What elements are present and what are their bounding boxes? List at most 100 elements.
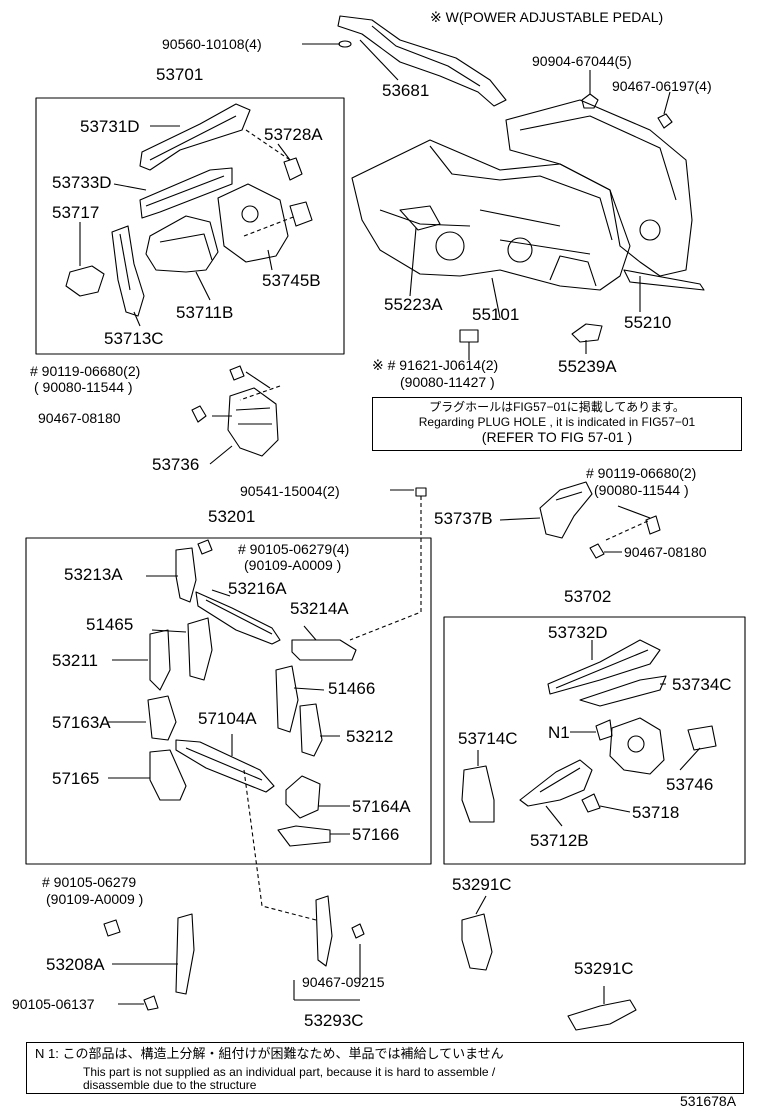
label-53212: 53212 [346, 727, 394, 746]
leader-lines [79, 39, 701, 1005]
part-53711B [145, 215, 219, 273]
clip-90541 [415, 487, 427, 497]
part-55101 [351, 139, 631, 291]
figure-id: 531678A [680, 1093, 737, 1109]
part-53291C-b [567, 999, 637, 1031]
part-53736 [227, 387, 279, 457]
label-91621-J0614: ※ # 91621-J0614(2) [372, 357, 499, 373]
part-53712B [519, 759, 593, 807]
label-53216A: 53216A [228, 579, 287, 598]
part-57104A [175, 739, 275, 793]
dashed-lines [239, 129, 651, 921]
part-53728A [283, 157, 303, 181]
label-53291C-a: 53291C [452, 875, 512, 894]
part-53714C [461, 765, 495, 823]
label-53714C: 53714C [458, 729, 518, 748]
part-51466 [275, 665, 299, 733]
label-57163A: 57163A [52, 713, 111, 732]
label-57166: 57166 [352, 825, 400, 844]
label-53732D: 53732D [548, 623, 608, 642]
part-53216A [195, 591, 281, 645]
part-55223A [399, 205, 441, 231]
part-53211 [149, 629, 171, 691]
part-53291C-a [461, 913, 493, 971]
label-90467-08180-a: 90467-08180 [38, 410, 121, 426]
part-55210 [505, 99, 705, 291]
label-90080-11427: (90080-11427 ) [400, 374, 495, 390]
label-53736: 53736 [152, 455, 200, 474]
label-90105-06137: 90105-06137 [12, 996, 95, 1012]
label-53717: 53717 [52, 203, 100, 222]
group-box-53201 [25, 537, 432, 865]
label-53702: 53702 [564, 587, 612, 606]
label-55223A: 55223A [384, 295, 443, 314]
header-note: ※ W(POWER ADJUSTABLE PEDAL) [430, 9, 664, 25]
bolt-90105-06137 [143, 995, 159, 1011]
plug-note-jp: プラグホールはFIG57−01に掲載してあります。 [429, 400, 685, 414]
part-N1 [595, 719, 613, 741]
label-N1: N1 [548, 723, 570, 742]
label-53711B: 53711B [176, 303, 234, 322]
label-90119-06680-b: # 90119-06680(2) [586, 465, 697, 481]
footer-note-jp: N 1: この部品は、構造上分解・組付けが困難なため、単品では補給していません [35, 1046, 504, 1061]
part-53746-area [609, 717, 717, 775]
label-90467-06197: 90467-06197(4) [612, 78, 712, 94]
label-53701: 53701 [156, 65, 204, 84]
label-53201: 53201 [208, 507, 256, 526]
label-57165: 57165 [52, 769, 100, 788]
label-53728A: 53728A [264, 125, 323, 144]
bolt-90105-a [197, 539, 213, 555]
label-51465: 51465 [86, 615, 134, 634]
bolt-90467-08180-a [191, 405, 207, 423]
bolt-90119-a [229, 365, 245, 381]
label-53712B: 53712B [530, 831, 589, 850]
label-90109-A0009-b: (90109-A0009 ) [46, 891, 144, 907]
bolt-90467-06197 [657, 113, 673, 129]
label-53713C: 53713C [104, 329, 164, 348]
plug-note-ref: (REFER TO FIG 57-01 ) [481, 429, 633, 445]
part-53212 [299, 703, 323, 757]
label-90080-11544-a: ( 90080-11544 ) [34, 379, 133, 395]
label-53737B: 53737B [434, 509, 493, 528]
bolt-90467-09215 [351, 923, 365, 939]
label-53213A: 53213A [64, 565, 123, 584]
label-57164A: 57164A [352, 797, 411, 816]
label-57104A: 57104A [198, 709, 257, 728]
label-53733D: 53733D [52, 173, 112, 192]
part-53737B [539, 481, 593, 539]
plug-note-en: Regarding PLUG HOLE , it is indicated in… [418, 415, 696, 429]
label-55239A: 55239A [558, 357, 617, 376]
bolt-90467-08180-b [589, 543, 605, 559]
bolt-90105-b [103, 919, 121, 937]
part-53732D [547, 639, 661, 695]
label-90541-15004: 90541-15004(2) [240, 483, 340, 499]
part-51465 [187, 617, 213, 681]
plug-hole-note: プラグホールはFIG57−01に掲載してあります。 Regarding PLUG… [372, 397, 742, 451]
label-90467-08180-b: 90467-08180 [624, 544, 707, 560]
label-90560-10108: 90560-10108(4) [162, 36, 262, 52]
label-90904-67044: 90904-67044(5) [532, 53, 632, 69]
label-90119-06680-a: # 90119-06680(2) [30, 363, 141, 379]
label-53718: 53718 [632, 803, 680, 822]
part-53713C [111, 225, 145, 317]
part-53734C [579, 675, 667, 707]
part-57164A [285, 775, 321, 819]
part-55239A [571, 323, 603, 343]
label-53681: 53681 [382, 81, 430, 100]
part-53293C [315, 895, 333, 967]
footer-note-en-2: disassemble due to the structure [83, 1078, 257, 1092]
label-55210: 55210 [624, 313, 672, 332]
part-53745B-area [217, 183, 313, 263]
footer-note-en-1: This part is not supplied as an individu… [83, 1065, 496, 1079]
label-53293C: 53293C [304, 1011, 364, 1030]
label-55101: 55101 [472, 305, 520, 324]
bolt-91621 [459, 329, 479, 360]
part-53733D [139, 167, 233, 219]
bolt-90119-b [645, 515, 661, 535]
label-90080-11544-b: (90080-11544 ) [594, 482, 689, 498]
footer-note-box: N 1: この部品は、構造上分解・組付けが困難なため、単品では補給していません … [26, 1042, 744, 1094]
label-51466: 51466 [328, 679, 376, 698]
part-53213A [175, 547, 197, 603]
label-90467-09215: 90467-09215 [302, 974, 385, 990]
part-53208A [175, 913, 195, 995]
